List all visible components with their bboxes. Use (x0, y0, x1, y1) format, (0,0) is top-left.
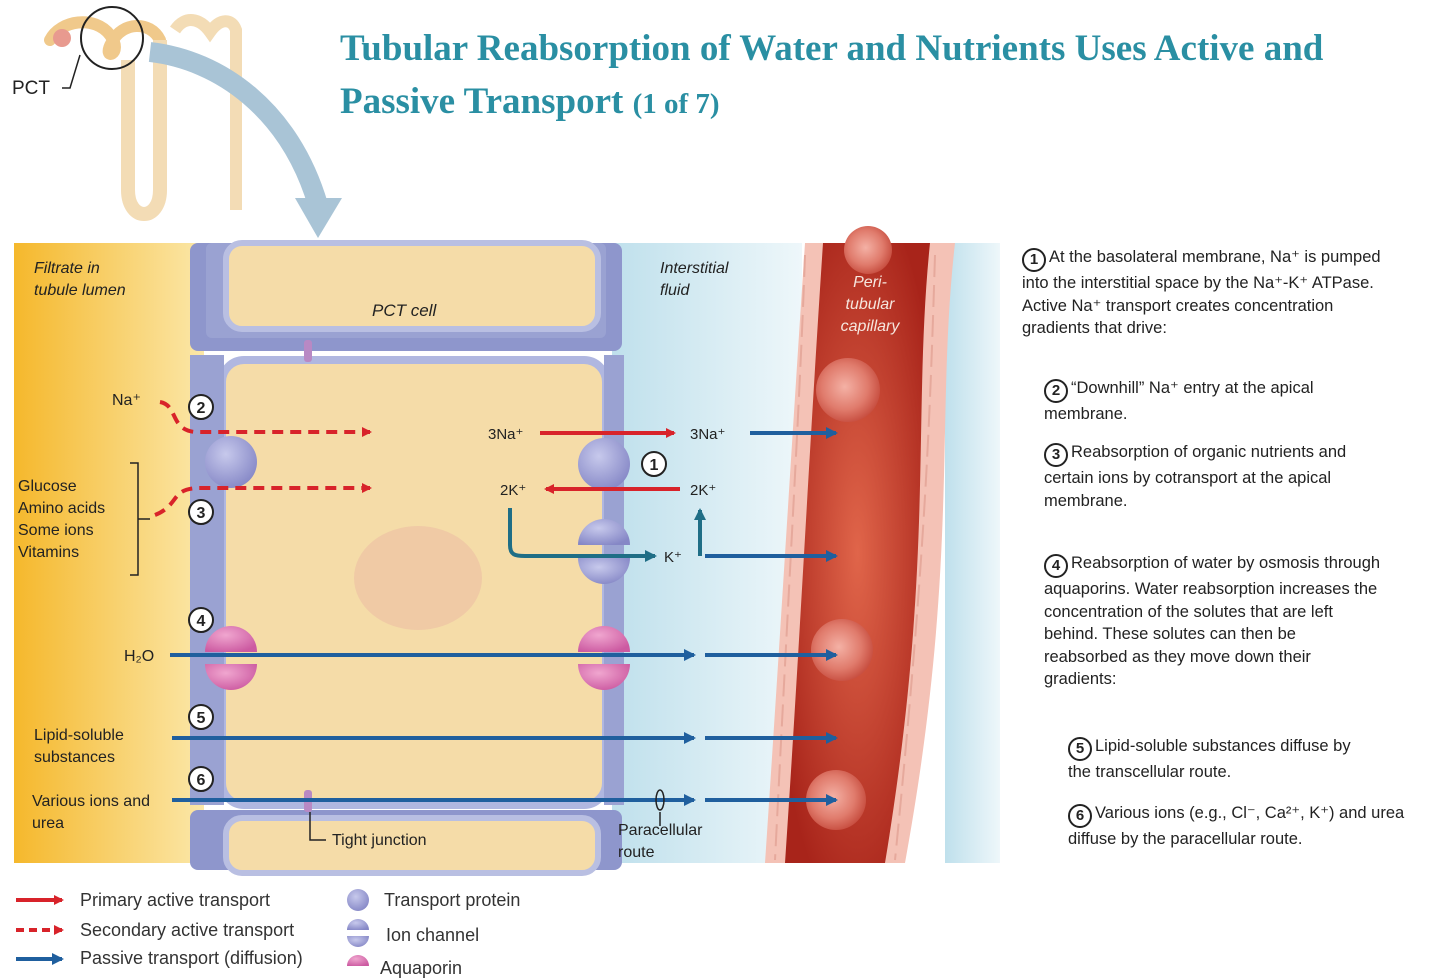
red-blood-cell (816, 358, 880, 422)
amino-acids-label: Amino acids (18, 500, 106, 517)
atpase-pump (578, 438, 630, 490)
step-marker-6: 6 (197, 772, 206, 789)
nephron-inset (44, 6, 342, 238)
red-blood-cell (811, 619, 873, 681)
filtrate-region (14, 243, 204, 863)
cotransport-arrow (154, 483, 372, 517)
ions-urea-label: Various ions and urea (32, 793, 150, 832)
some-ions-label: Some ions (18, 522, 94, 539)
two-k-out-label: 2K⁺ (690, 482, 717, 499)
red-blood-cell (844, 226, 892, 274)
nucleus (354, 526, 482, 630)
legend-aquaporin: Aquaporin (380, 958, 463, 978)
pct-label: PCT (12, 78, 50, 99)
k-leak-arrow (508, 508, 657, 562)
peritubular-capillary (765, 226, 955, 863)
step-marker-1: 1 (650, 457, 659, 474)
legend-ion-channel: Ion channel (386, 925, 480, 945)
na-entry-arrow (159, 400, 372, 437)
step-marker-5: 5 (197, 710, 206, 727)
pct-magnifier-circle (80, 6, 144, 70)
step-marker-2: 2 (197, 400, 206, 417)
glucose-label: Glucose (18, 478, 77, 495)
interstitial-label: Interstitial fluid (660, 260, 729, 299)
step-2-text: 2“Downhill” Na⁺ entry at the apical memb… (1044, 379, 1314, 423)
h2o-label: H₂O (124, 648, 155, 665)
tight-junction-label: Tight junction (332, 832, 427, 849)
solute-bracket (130, 462, 150, 576)
na-label: Na⁺ (112, 392, 141, 409)
tight-junction (304, 340, 312, 362)
three-na-in-label: 3Na⁺ (488, 426, 524, 443)
pct-cell-label: PCT cell (372, 301, 437, 320)
transport-protein (205, 436, 257, 488)
ion-channel (578, 519, 630, 584)
pct-cell-upper (223, 240, 601, 332)
legend-secondary: Secondary active transport (80, 920, 295, 940)
legend-passive: Passive transport (diffusion) (80, 948, 303, 968)
transport-protein-icon (347, 889, 369, 911)
ion-channel-icon (347, 919, 369, 947)
slide-title: Tubular Reabsorption of Water and Nutrie… (340, 22, 1440, 131)
k-label: K⁺ (664, 549, 682, 566)
three-na-out-label: 3Na⁺ (690, 426, 726, 443)
filtrate-label: Filtrate in tubule lumen (34, 260, 126, 299)
capillary-label: Peri- tubular capillary (840, 274, 900, 335)
aquaporin (205, 626, 257, 690)
aquaporin (578, 626, 630, 690)
legend-transport-protein: Transport protein (384, 890, 521, 910)
zoom-arrow-icon (295, 198, 342, 238)
aquaporin-icon (347, 955, 369, 966)
two-k-in-label: 2K⁺ (500, 482, 527, 499)
legend-icons (16, 889, 369, 966)
step-marker-3: 3 (197, 505, 206, 522)
title-main: Tubular Reabsorption of Water and Nutrie… (340, 28, 1324, 122)
step-marker-4: 4 (197, 613, 206, 630)
paracellular-label: Paracellular route (618, 822, 703, 861)
vitamins-label: Vitamins (18, 544, 80, 561)
legend-primary: Primary active transport (80, 890, 271, 910)
interstitial-region (612, 243, 802, 863)
title-sub: (1 of 7) (632, 88, 720, 120)
lipid-label: Lipid-soluble substances (34, 727, 124, 766)
